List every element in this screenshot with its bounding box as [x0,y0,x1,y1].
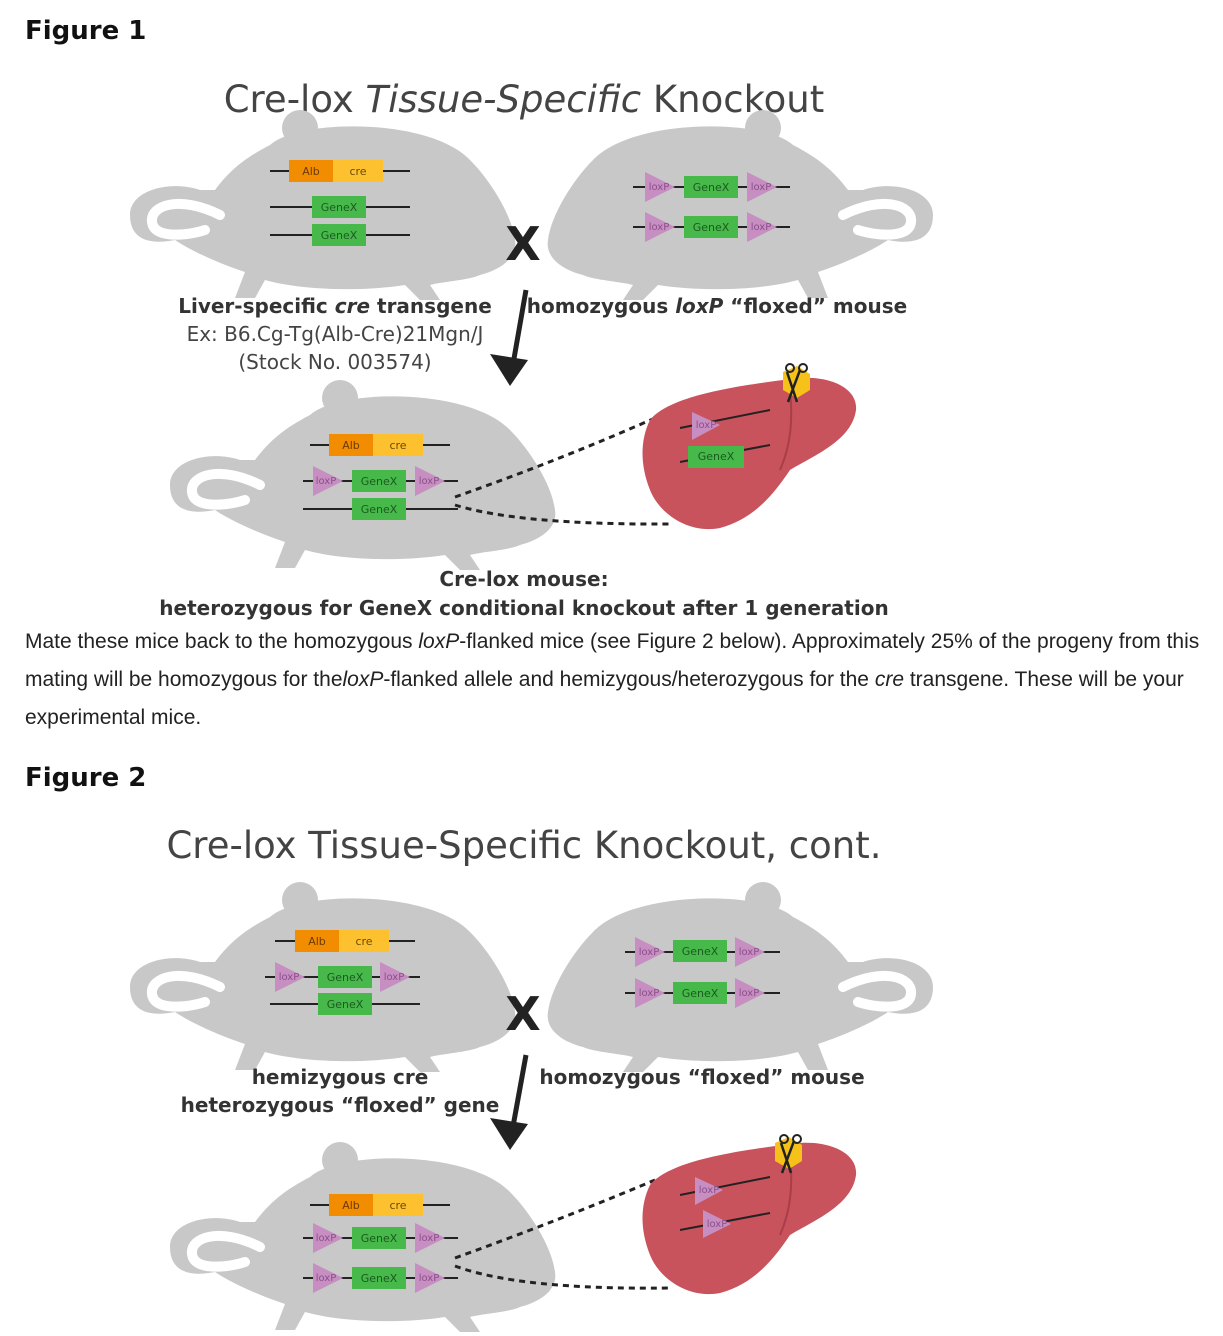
fig2-chromosome-floxed: loxP GeneX loxP [265,962,420,992]
genex-label: GeneX [361,503,398,516]
genex-label: GeneX [361,1272,398,1285]
fig2-chromosome-floxed-r2: loxP GeneX loxP [625,978,780,1008]
figure-2-heading: Figure 2 [25,763,147,793]
fig2-right-label: homozygous “floxed” mouse [539,1065,864,1089]
figure-2-title: Cre-lox Tissue-Specific Knockout, cont. [166,824,881,867]
loxp-label: loxP [419,1233,440,1244]
figure-1-diagram: Cre-lox Tissue-Specific Knockout Alb cre… [130,78,933,620]
loxp-label: loxP [751,222,772,233]
genex-label: GeneX [698,450,735,463]
arrow-head-icon [490,1118,528,1150]
cross-symbol: X [505,217,540,271]
cre-label: cre [389,1199,406,1212]
chromosome-genex-1: GeneX [270,196,410,218]
dashed-connector-lower-2 [454,1264,671,1290]
arrow-head-icon [490,354,528,386]
loxp-label: loxP [639,988,660,999]
arrow-shaft [509,289,529,371]
cross-symbol-2: X [505,987,540,1041]
loxp-label: loxP [279,972,300,983]
dashed-connector-upper-2 [454,1178,656,1260]
genex-label: GeneX [682,987,719,1000]
loxp-label: loxP [419,1273,440,1284]
offspring-chromosome-alb-cre: Alb cre [310,434,450,456]
loxp-label: loxP [739,988,760,999]
fig2-chromosome-genex: GeneX [270,993,420,1015]
chromosome-floxed-2: loxP GeneX loxP [633,212,790,242]
loxp-label: loxP [649,182,670,193]
genex-label: GeneX [321,229,358,242]
mouse-floxed-parent [547,110,933,301]
fig2-chromosome-floxed-r1: loxP GeneX loxP [625,937,780,967]
mouse-floxed-parent-2 [547,882,933,1072]
loxp-label: loxP [707,1219,728,1230]
genex-label: GeneX [682,945,719,958]
fig2-left-label-line-2: heterozygous “floxed” gene [181,1093,500,1117]
left-parent-label: Liver-specific cre transgene [178,294,492,318]
dashed-connector-upper [454,416,656,499]
alb-label: Alb [342,439,360,452]
arrow-shaft-2 [509,1054,529,1133]
liver-icon: loxP GeneX [642,363,857,530]
genex-label: GeneX [693,221,730,234]
scissors-icon [779,1140,796,1174]
result-label-line-2: heterozygous for GeneX conditional knock… [159,596,888,620]
genex-label: GeneX [327,998,364,1011]
fig2-offspring-alb-cre: Alb cre [310,1194,450,1216]
figure-1-title: Cre-lox Tissue-Specific Knockout [224,78,825,121]
alb-label: Alb [302,165,320,178]
fig2-chromosome-alb-cre: Alb cre [275,930,415,952]
genex-label: GeneX [327,971,364,984]
genex-label: GeneX [361,1232,398,1245]
loxp-label: loxP [316,1273,337,1284]
chromosome-alb-cre: Alb cre [270,160,410,182]
genex-label: GeneX [321,201,358,214]
loxp-label: loxP [316,1233,337,1244]
alb-label: Alb [342,1199,360,1212]
fig2-offspring-floxed-1: loxP GeneX loxP [303,1223,458,1253]
genex-label: GeneX [361,475,398,488]
loxp-label: loxP [316,476,337,487]
loxp-label: loxP [649,222,670,233]
loxp-label: loxP [699,1185,720,1196]
fig2-left-label-line-1: hemizygous cre [252,1065,429,1089]
loxp-label: loxP [751,182,772,193]
caption-paragraph: Mate these mice back to the homozygous l… [25,630,1200,729]
right-parent-label: homozygous loxP “floxed” mouse [527,294,907,318]
cre-label: cre [389,439,406,452]
loxp-label: loxP [639,947,660,958]
loxp-label: loxP [696,420,717,431]
chromosome-genex-2: GeneX [270,224,410,246]
left-parent-stock: (Stock No. 003574) [238,350,431,374]
left-parent-example: Ex: B6.Cg-Tg(Alb-Cre)21Mgn/J [187,322,484,346]
alb-label: Alb [308,935,326,948]
mouse-offspring-2 [170,1142,556,1332]
dashed-connector-lower [454,503,671,526]
genex-label: GeneX [693,181,730,194]
cre-label: cre [355,935,372,948]
gallbladder-icon [775,1137,802,1169]
fig2-offspring-floxed-2: loxP GeneX loxP [303,1263,458,1293]
result-label-line-1: Cre-lox mouse: [439,567,608,591]
offspring-chromosome-floxed: loxP GeneX loxP [303,466,458,496]
chromosome-floxed-1: loxP GeneX loxP [633,172,790,202]
liver-icon: loxP loxP [642,1134,857,1295]
mouse-hemizygous-parent [130,882,516,1072]
loxp-label: loxP [739,947,760,958]
offspring-chromosome-genex: GeneX [303,498,458,520]
loxp-label: loxP [384,972,405,983]
cre-label: cre [349,165,366,178]
figure-1-heading: Figure 1 [25,16,147,46]
loxp-label: loxP [419,476,440,487]
scissors-icon [785,369,802,403]
